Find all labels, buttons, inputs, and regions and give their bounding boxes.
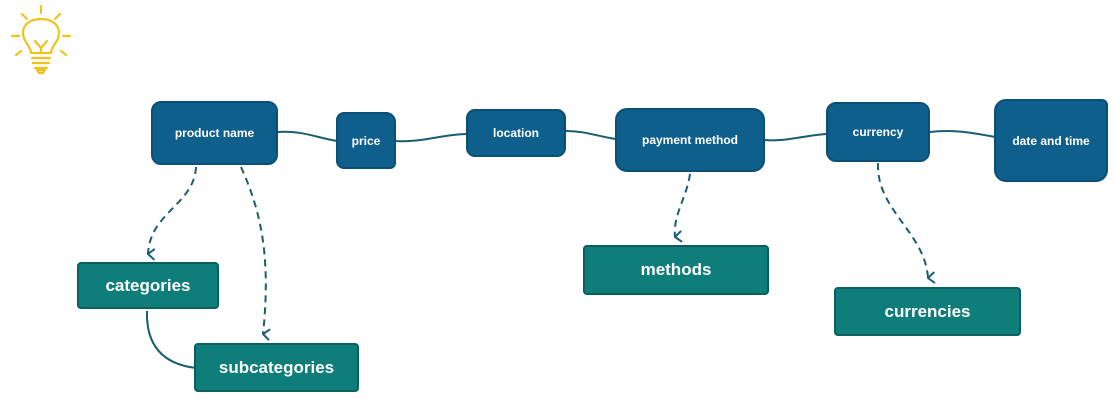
connector-payment-currency <box>764 133 828 142</box>
node-label: currency <box>852 125 904 139</box>
node-price[interactable]: price <box>336 112 396 169</box>
connector-product-price <box>277 130 338 142</box>
node-label: payment method <box>641 133 738 147</box>
lightbulb-icon <box>10 4 72 75</box>
node-label: currencies <box>884 301 971 321</box>
node-product-name[interactable]: product name <box>151 101 278 165</box>
node-location[interactable]: location <box>466 109 566 157</box>
node-currencies[interactable]: currencies <box>834 287 1021 336</box>
node-label: product name <box>174 126 255 140</box>
connector-categories-subcategories <box>145 310 197 369</box>
node-subcategories[interactable]: subcategories <box>194 343 359 392</box>
node-label: date and time <box>1012 133 1090 148</box>
arrow-payment-methods <box>673 173 691 243</box>
node-methods[interactable]: methods <box>583 245 769 295</box>
connector-currency-datetime <box>929 129 996 138</box>
node-label: price <box>351 133 381 148</box>
arrow-product-categories <box>147 166 197 261</box>
arrow-currency-currencies <box>876 162 936 284</box>
node-payment-method[interactable]: payment method <box>615 108 765 172</box>
connector-location-payment <box>565 130 617 140</box>
node-label: location <box>492 126 539 140</box>
node-currency[interactable]: currency <box>826 102 930 162</box>
node-label: categories <box>105 275 191 295</box>
arrow-product-subcategories <box>240 166 271 341</box>
node-categories[interactable]: categories <box>77 262 219 309</box>
node-label: methods <box>640 260 712 279</box>
connector-price-location <box>395 133 468 143</box>
node-date-and-time[interactable]: date and time <box>994 99 1108 182</box>
node-label: subcategories <box>218 357 335 377</box>
